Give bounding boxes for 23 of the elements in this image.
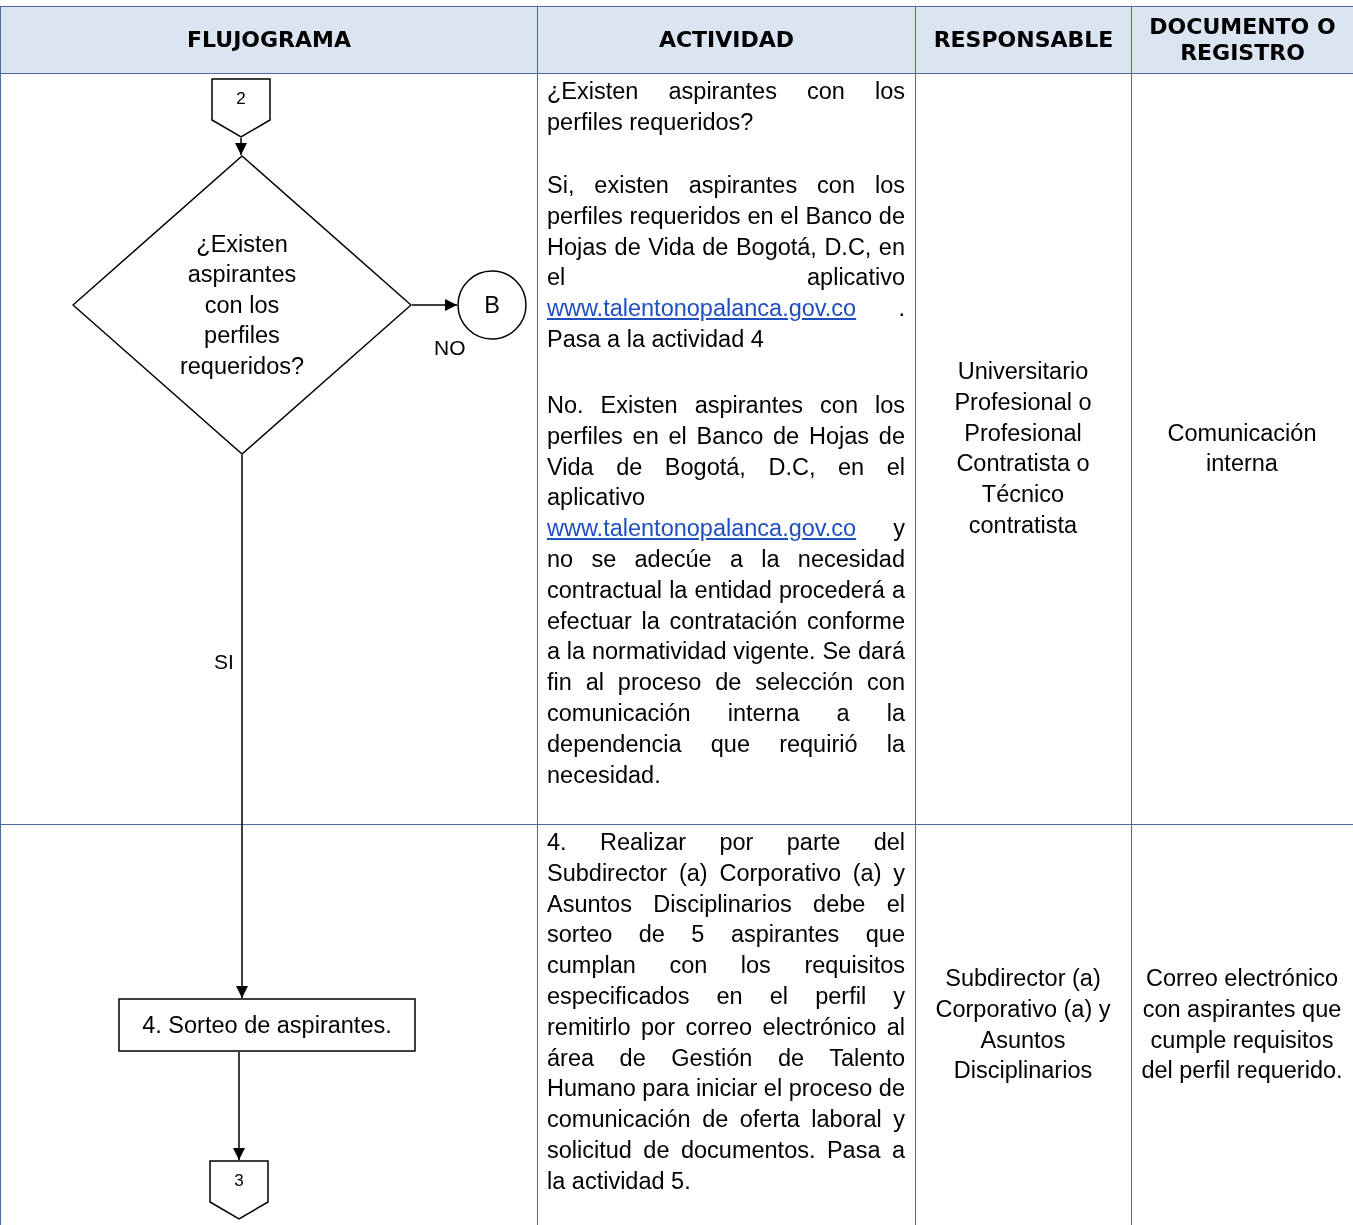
cell-text: Correo electrónico con aspirantes que cumple requisitos del perfil requerido.	[1141, 964, 1343, 1086]
web-link: www.talentonopalanca.gov.co	[547, 515, 857, 542]
activity-text: ¿Existen aspirantes con los perfiles requeridos?	[547, 77, 905, 137]
arrow	[233, 1051, 245, 1161]
arrow	[235, 137, 247, 156]
column-header: ACTIVIDAD	[658, 27, 795, 53]
arrow	[236, 454, 248, 999]
column-header: RESPONSABLE	[933, 27, 1114, 53]
arrow	[411, 299, 458, 311]
activity-text: No. Existen aspirantes con los perfiles en el Banco de Hojas de Vida de Bogotá, D.C, en el aplicativo www.talentonopalanca.gov.co y no se adecúe a la necesidad contractual la entidad procederá a efectuar la contratación conforme a la normatividad vigente. Se dará fin al proceso de selección con comunicación interna a la dependencia que requirió la necesidad.	[547, 391, 905, 790]
decision-diamond: ¿Existen aspirantes con los perfiles requeridos?	[72, 155, 412, 455]
column-header: FLUJOGRAMA	[187, 27, 351, 53]
offpage-connector: 2	[211, 78, 271, 138]
cell-text: Subdirector (a) Corporativo (a) y Asuntos Disciplinarios	[934, 964, 1112, 1086]
activity-text: Si, existen aspirantes con los perfiles requeridos en el Banco de Hojas de Vida de Bogotá, D.C, en el aplicativo www.talentonopalanca.gov.co . Pasa a la actividad 4	[547, 171, 905, 354]
process-box: 4. Sorteo de aspirantes.	[118, 998, 416, 1052]
column-header: DOCUMENTO O REGISTRO	[1148, 14, 1337, 66]
cell-text: Universitario Profesional o Profesional Contratista o Técnico contratista	[953, 357, 1093, 540]
connector-circle: B	[457, 270, 527, 340]
web-link: www.talentonopalanca.gov.co	[547, 295, 857, 322]
offpage-connector: 3	[209, 1160, 269, 1220]
cell-text: Comunicación interna	[1166, 418, 1318, 479]
activity-text: 4. Realizar por parte del Subdirector (a) Corporativo (a) y Asuntos Disciplinarios debe el sorteo de 5 aspirantes que cumplan con los requisitos especificados en el perfil y remitirlo por correo electrónico al área de Gestión de Talento Humano para iniciar el proceso de comunicación de oferta laboral y solicitud de documentos. Pasa a la actividad 5.	[547, 828, 905, 1196]
